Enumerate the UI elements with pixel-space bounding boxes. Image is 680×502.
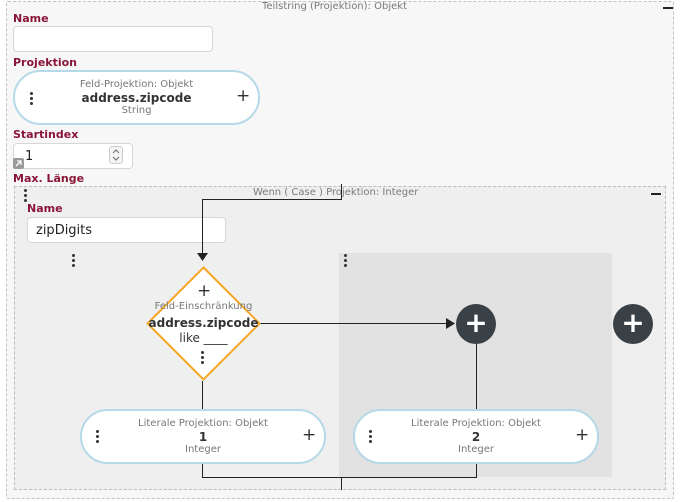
literal2-menu-icon[interactable] (369, 430, 373, 445)
literal-projection-value: 2 (471, 430, 481, 444)
case-panel-menu-icon[interactable] (24, 189, 28, 204)
field-constraint-field: address.zipcode (148, 316, 259, 330)
link-arrow-icon[interactable] (13, 158, 24, 169)
case-collapse-icon[interactable] (651, 193, 661, 195)
connector-bottom-h (202, 477, 477, 478)
projection-label: Projektion (13, 56, 78, 69)
case-name-input[interactable]: zipDigits (27, 217, 226, 243)
arrow-right-icon (446, 318, 455, 329)
field-projection-add-icon[interactable]: + (236, 86, 251, 106)
then-column-menu-icon[interactable] (344, 254, 348, 269)
literal-projection-node-1[interactable]: Literale Projektion: Objekt 1 Integer (80, 409, 326, 464)
literal2-add-icon[interactable]: + (575, 425, 590, 445)
connector-literal2-bottom (476, 462, 477, 477)
connector-to-condition (202, 199, 203, 257)
literal1-add-icon[interactable]: + (302, 425, 317, 445)
case-panel-title: Wenn ( Case ) Projektion: Integer (253, 187, 419, 198)
literal-projection-node-2[interactable]: Literale Projektion: Objekt 2 Integer (353, 409, 599, 464)
field-constraint-menu-icon[interactable] (201, 351, 205, 366)
field-projection-title: Feld-Projektion: Objekt (79, 79, 194, 90)
connector-literal1-bottom (202, 462, 203, 477)
add-case-button[interactable]: + (613, 304, 653, 344)
connector-top (341, 184, 342, 199)
startindex-label: Startindex (13, 128, 79, 141)
field-projection-node[interactable]: Feld-Projektion: Objekt address.zipcode … (13, 70, 260, 125)
field-constraint-operator: like ____ (179, 331, 228, 345)
connector-top-h (202, 199, 342, 200)
literal-projection-value: 1 (198, 430, 208, 444)
field-projection-field: address.zipcode (81, 91, 192, 105)
when-column-menu-icon[interactable] (72, 254, 76, 269)
literal-projection-title: Literale Projektion: Objekt (138, 418, 268, 429)
connector-condition-to-literal1 (202, 381, 203, 410)
field-projection-menu-icon[interactable] (30, 92, 34, 107)
field-constraint-title: Feld-Einschränkung (154, 301, 253, 312)
add-then-button[interactable]: + (456, 304, 496, 344)
plus-icon: + (464, 306, 488, 339)
plus-icon: + (621, 306, 645, 339)
connector-add-to-literal2 (476, 344, 477, 410)
outer-panel-title: Teilstring (Projektion): Objekt (262, 1, 407, 12)
connector-condition-to-add (260, 323, 450, 324)
literal-projection-type: Integer (185, 444, 221, 455)
field-projection-type: String (121, 105, 152, 116)
literal-projection-title: Literale Projektion: Objekt (411, 418, 541, 429)
field-constraint-add-icon[interactable]: + (197, 281, 212, 301)
stepper-arrows-icon[interactable] (109, 146, 123, 164)
field-constraint-node[interactable]: Feld-Einschränkung address.zipcode like … (146, 266, 261, 381)
case-name-label: Name (27, 202, 63, 215)
arrow-down-icon (197, 253, 208, 261)
name-input[interactable] (13, 26, 213, 52)
outer-collapse-icon[interactable] (663, 7, 673, 9)
maxlength-label: Max. Länge (13, 172, 85, 185)
connector-bottom (341, 477, 342, 490)
literal1-menu-icon[interactable] (96, 430, 100, 445)
startindex-value: 1 (25, 149, 34, 164)
name-label: Name (13, 12, 49, 25)
literal-projection-type: Integer (458, 444, 494, 455)
